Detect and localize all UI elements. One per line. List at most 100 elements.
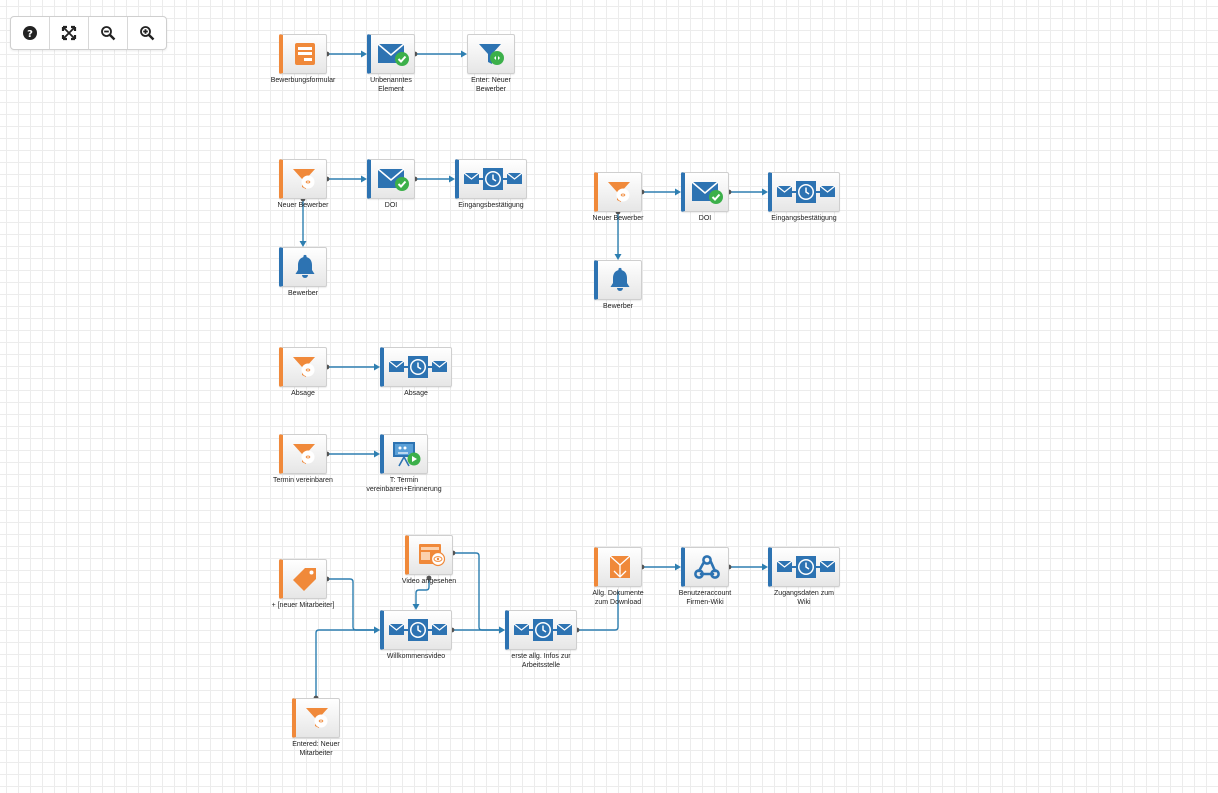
arrowhead	[374, 450, 380, 458]
arrowhead	[675, 563, 681, 571]
webinar-presentation-icon	[392, 442, 420, 467]
autoresponder-clock-icon	[388, 356, 447, 378]
filter-icon	[292, 169, 315, 189]
flow-node-filter[interactable]	[279, 347, 327, 387]
node-icon-wrapper	[283, 35, 326, 73]
tag-icon	[292, 568, 316, 591]
svg-text:?: ?	[27, 29, 33, 40]
autoresponder-clock-icon	[463, 168, 522, 190]
flow-node-form[interactable]	[279, 34, 327, 74]
flow-node-autoresponder[interactable]	[455, 159, 527, 199]
node-label: Bewerbungsformular	[270, 77, 336, 84]
arrowhead	[499, 626, 505, 634]
connection-line[interactable]	[315, 629, 377, 698]
arrowhead	[614, 254, 622, 260]
node-label: Willkommensvideo	[386, 653, 446, 660]
zoom-in-icon	[140, 26, 155, 41]
node-label: Enter: Neuer Bewerber	[471, 77, 511, 93]
flow-node-autoresponder[interactable]	[768, 547, 840, 587]
zoom-in-button[interactable]	[128, 17, 166, 49]
node-icon-wrapper	[283, 435, 326, 473]
node-icon-wrapper	[459, 160, 526, 198]
filter-icon	[607, 182, 630, 202]
flow-node-download[interactable]	[594, 547, 642, 587]
download-documents-icon	[609, 555, 630, 578]
node-icon-wrapper	[283, 348, 326, 386]
node-icon-wrapper	[598, 173, 641, 211]
arrowhead	[412, 604, 420, 610]
connection-line[interactable]	[453, 552, 502, 631]
flow-node-bell[interactable]	[279, 247, 327, 287]
node-label: Eingangsbestätigung	[458, 202, 524, 209]
email-check-icon	[376, 168, 409, 191]
video-watched-icon	[418, 544, 445, 567]
flow-node-filter-blue[interactable]	[467, 34, 515, 74]
node-icon-wrapper	[384, 435, 427, 473]
filter-icon	[292, 357, 315, 377]
node-icon-wrapper	[509, 611, 576, 649]
node-icon-wrapper	[384, 611, 451, 649]
zoom-out-button[interactable]	[89, 17, 128, 49]
flow-node-webhook[interactable]	[681, 547, 729, 587]
node-label: Benutzeraccount Firmen-Wiki	[678, 590, 732, 606]
flow-node-autoresponder[interactable]	[505, 610, 577, 650]
autoresponder-clock-icon	[513, 619, 572, 641]
arrowhead	[374, 626, 380, 634]
expand-arrows-icon	[61, 25, 77, 41]
node-label: Termin vereinbaren	[273, 477, 333, 484]
flow-node-autoresponder[interactable]	[768, 172, 840, 212]
connection-port[interactable]	[426, 575, 432, 581]
help-button[interactable]: ?	[11, 17, 50, 49]
flow-node-bell[interactable]	[594, 260, 642, 300]
bell-icon	[295, 254, 314, 278]
node-label: DOI	[384, 202, 398, 209]
arrowhead	[374, 363, 380, 371]
node-label: Eingangsbestätigung	[771, 215, 837, 222]
flow-node-tag[interactable]	[279, 559, 327, 599]
node-label: Zugangsdaten zum Wiki	[774, 590, 834, 606]
node-icon-wrapper	[685, 548, 728, 586]
node-icon-wrapper	[598, 548, 641, 586]
flow-node-email-check[interactable]	[367, 34, 415, 74]
node-label: erste allg. Infos zur Arbeitsstelle	[511, 653, 571, 669]
flow-node-video[interactable]	[405, 535, 453, 575]
node-label: Bewerber	[603, 303, 633, 310]
node-icon-wrapper	[468, 35, 514, 73]
flow-node-email-check[interactable]	[367, 159, 415, 199]
flow-node-filter[interactable]	[279, 159, 327, 199]
bell-icon	[610, 267, 629, 291]
question-circle-icon: ?	[23, 26, 37, 40]
node-icon-wrapper	[772, 173, 839, 211]
filter-icon	[292, 444, 315, 464]
flow-node-filter[interactable]	[279, 434, 327, 474]
flow-node-webinar[interactable]	[380, 434, 428, 474]
autoresponder-clock-icon	[776, 556, 835, 578]
node-label: Absage	[404, 390, 428, 397]
flow-node-autoresponder[interactable]	[380, 610, 452, 650]
flow-node-email-check[interactable]	[681, 172, 729, 212]
node-label: DOI	[698, 215, 712, 222]
email-check-icon	[376, 43, 409, 66]
fit-to-screen-button[interactable]	[50, 17, 89, 49]
node-icon-wrapper	[772, 548, 839, 586]
node-icon-wrapper	[283, 248, 326, 286]
node-icon-wrapper	[283, 160, 326, 198]
email-check-icon	[690, 181, 723, 204]
arrowhead	[762, 188, 768, 196]
node-icon-wrapper	[384, 348, 451, 386]
flow-node-autoresponder[interactable]	[380, 347, 452, 387]
node-label: Allg. Dokumente zum Download	[592, 590, 644, 606]
filter-icon	[305, 708, 328, 728]
connection-line[interactable]	[577, 591, 619, 631]
node-label: Absage	[291, 390, 315, 397]
arrowhead	[461, 50, 467, 58]
arrowhead	[762, 563, 768, 571]
flow-node-filter[interactable]	[292, 698, 340, 738]
document-form-icon	[294, 43, 315, 65]
node-icon-wrapper	[598, 261, 641, 299]
flow-node-filter[interactable]	[594, 172, 642, 212]
connection-line[interactable]	[415, 578, 430, 607]
arrowhead	[299, 241, 307, 247]
canvas-toolbar: ?	[10, 16, 167, 50]
